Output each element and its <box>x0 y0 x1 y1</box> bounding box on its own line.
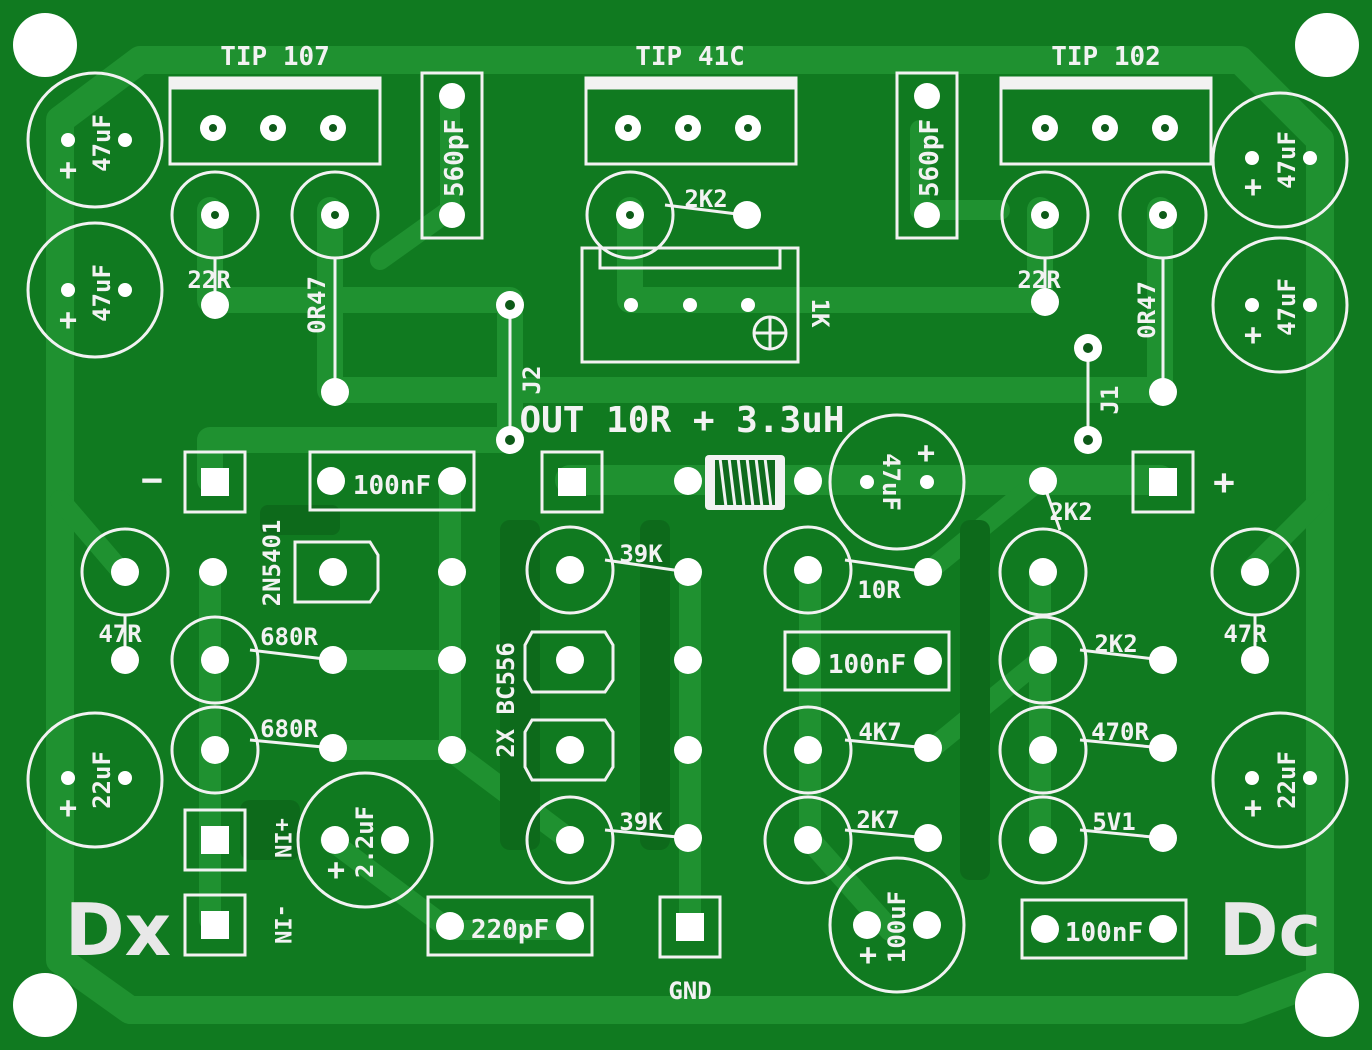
mounting-holes <box>13 13 1359 1037</box>
label-cap47uf-1: 47uF <box>88 114 116 172</box>
label-r680r-b: 680R <box>260 715 318 743</box>
label-cap100uf: 100uF <box>883 891 911 963</box>
cap22uf-right-outline <box>1211 711 1349 849</box>
inductor-coil <box>705 455 785 510</box>
cap47uf-1-outline <box>26 71 164 209</box>
c560pf-right-outline <box>895 71 959 240</box>
label-cap22uf-right: 22uF <box>1273 751 1301 809</box>
mounting-hole-tr <box>1295 13 1359 77</box>
label-r22r-right: 22R <box>1017 266 1061 294</box>
cap22uf-left-outline <box>26 711 164 849</box>
label-r22r-left: 22R <box>187 266 231 294</box>
label-r39k-bottom: 39K <box>619 808 663 836</box>
c100nf-mid-outline <box>783 630 951 692</box>
label-r10r: 10R <box>857 576 901 604</box>
c100nf-bottom-outline <box>1020 898 1188 960</box>
label-cap100uf-plus: + <box>859 938 877 973</box>
gnd-terminal-outline <box>658 895 722 959</box>
c100nf-top-outline <box>308 450 476 512</box>
label-r2k2-mid: 2K2 <box>1049 498 1092 526</box>
label-r0r47-left: 0R47 <box>303 276 331 334</box>
label-cap47uf-2: 47uF <box>88 264 116 322</box>
label-cap47uf-3-plus: + <box>1244 170 1262 205</box>
label-r4k7: 4K7 <box>858 718 901 746</box>
label-c100nf-top: 100nF <box>353 471 431 501</box>
neg-terminal-outline <box>183 450 247 514</box>
out-terminal-outline <box>540 450 604 514</box>
label-tip102: TIP 102 <box>1051 42 1161 72</box>
label-r2k2-low: 2K2 <box>1094 630 1137 658</box>
label-out: OUT 10R + 3.3uH <box>519 400 844 441</box>
label-cap22uf-left-plus: + <box>59 791 77 826</box>
label-dx: Dx <box>65 888 171 972</box>
label-c100nf-bottom: 100nF <box>1065 918 1143 948</box>
label-c220pf: 220pF <box>471 915 549 945</box>
label-plus-terminal: + <box>1213 462 1235 503</box>
cap100uf-outline <box>828 856 966 994</box>
label-cap2u2f: 2.2uF <box>351 806 379 878</box>
mounting-hole-br <box>1295 973 1359 1037</box>
label-r39k-top: 39K <box>619 540 663 568</box>
label-minus-terminal: − <box>141 460 163 501</box>
label-r2k2-top: 2K2 <box>684 185 727 213</box>
label-pot-1k: 1K <box>806 299 834 328</box>
label-tip41c: TIP 41C <box>635 42 745 72</box>
minus-in-terminal-outline <box>183 893 247 957</box>
isolation-gaps <box>240 505 990 880</box>
bc556-b-outline <box>523 718 615 782</box>
label-plus-in: +IN <box>269 818 294 858</box>
pad-holes <box>209 124 1169 445</box>
cap47uf-5-outline <box>828 413 966 551</box>
cap47uf-3-outline <box>1211 91 1349 229</box>
label-gnd: GND <box>668 977 711 1005</box>
label-cap47uf-1-plus: + <box>59 153 77 188</box>
label-z5v1: 5V1 <box>1092 808 1135 836</box>
pos-terminal-outline <box>1131 450 1195 514</box>
label-c560pf-right: 560pF <box>915 119 945 197</box>
pot-1k-outline <box>580 246 800 364</box>
label-r680r-a: 680R <box>260 623 318 651</box>
mounting-hole-bl <box>13 973 77 1037</box>
label-cap2u2f-plus: + <box>327 853 345 888</box>
label-cap47uf-2-plus: + <box>59 303 77 338</box>
label-q2n5401: 2N5401 <box>258 520 286 607</box>
mounting-hole-tl <box>13 13 77 77</box>
label-j1: J1 <box>1096 386 1124 415</box>
plus-in-terminal-outline <box>183 808 247 872</box>
label-minus-in: -IN <box>269 904 294 944</box>
label-cap22uf-left: 22uF <box>88 751 116 809</box>
label-r0r47-right: 0R47 <box>1133 281 1161 339</box>
label-r2k7: 2K7 <box>856 806 899 834</box>
c220pf-outline <box>426 895 594 957</box>
label-cap47uf-4-plus: + <box>1244 318 1262 353</box>
cap2u2f-outline <box>296 771 434 909</box>
label-tip107: TIP 107 <box>220 42 330 72</box>
silkscreen-text: TIP 107 TIP 41C TIP 102 560pF 560pF 47uF… <box>59 42 1321 1005</box>
q2n5401-outline <box>293 540 380 604</box>
c560pf-left-outline <box>420 71 484 240</box>
label-cap47uf-4: 47uF <box>1273 278 1301 336</box>
label-c560pf-left: 560pF <box>440 119 470 197</box>
silkscreen-outlines <box>26 71 1349 994</box>
label-c100nf-mid: 100nF <box>828 650 906 680</box>
label-dc: Dc <box>1219 888 1321 972</box>
label-r47r-left: 47R <box>98 620 142 648</box>
label-r47r-right: 47R <box>1223 620 1267 648</box>
label-bc556: 2X BC556 <box>492 642 520 758</box>
cap47uf-2-outline <box>26 221 164 359</box>
pads-square <box>201 468 1177 941</box>
label-r470r: 470R <box>1091 718 1149 746</box>
label-cap22uf-right-plus: + <box>1244 791 1262 826</box>
label-cap47uf-3: 47uF <box>1273 131 1301 189</box>
bc556-a-outline <box>523 630 615 694</box>
label-j2: J2 <box>518 366 546 395</box>
cap47uf-4-outline <box>1211 236 1349 374</box>
label-cap47uf-5: 47uF <box>877 453 905 511</box>
label-cap47uf-5-plus: + <box>917 436 935 471</box>
